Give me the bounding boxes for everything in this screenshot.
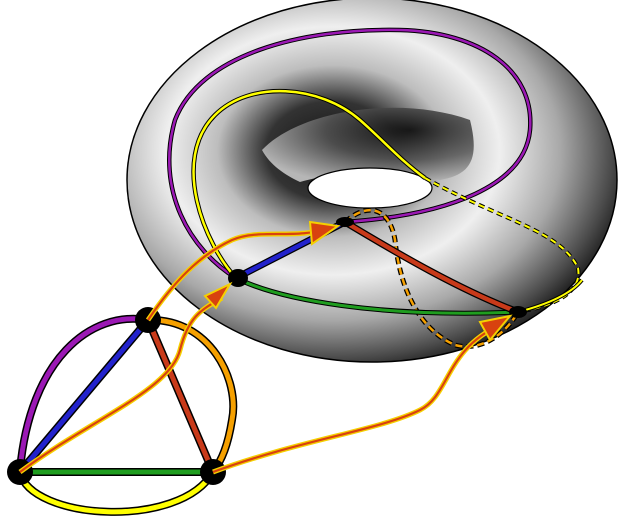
- embedded-vertex-3: [509, 306, 527, 318]
- map-arrow-right-head: [478, 314, 513, 342]
- embedded-curves: [167, 27, 584, 349]
- yellow-edge: [16, 469, 217, 516]
- map-arrow-left: [18, 295, 224, 475]
- torus-hole: [307, 167, 433, 209]
- map-arrow-left-head: [203, 281, 233, 310]
- embedded-vertex-1: [228, 269, 248, 287]
- embedded-vertex-2: [336, 217, 354, 227]
- torus-inner-wall: [262, 107, 474, 182]
- embedding-map-arrows: [18, 220, 513, 475]
- abstract-graph: [7, 307, 238, 516]
- map-arrow-top-head: [308, 220, 341, 246]
